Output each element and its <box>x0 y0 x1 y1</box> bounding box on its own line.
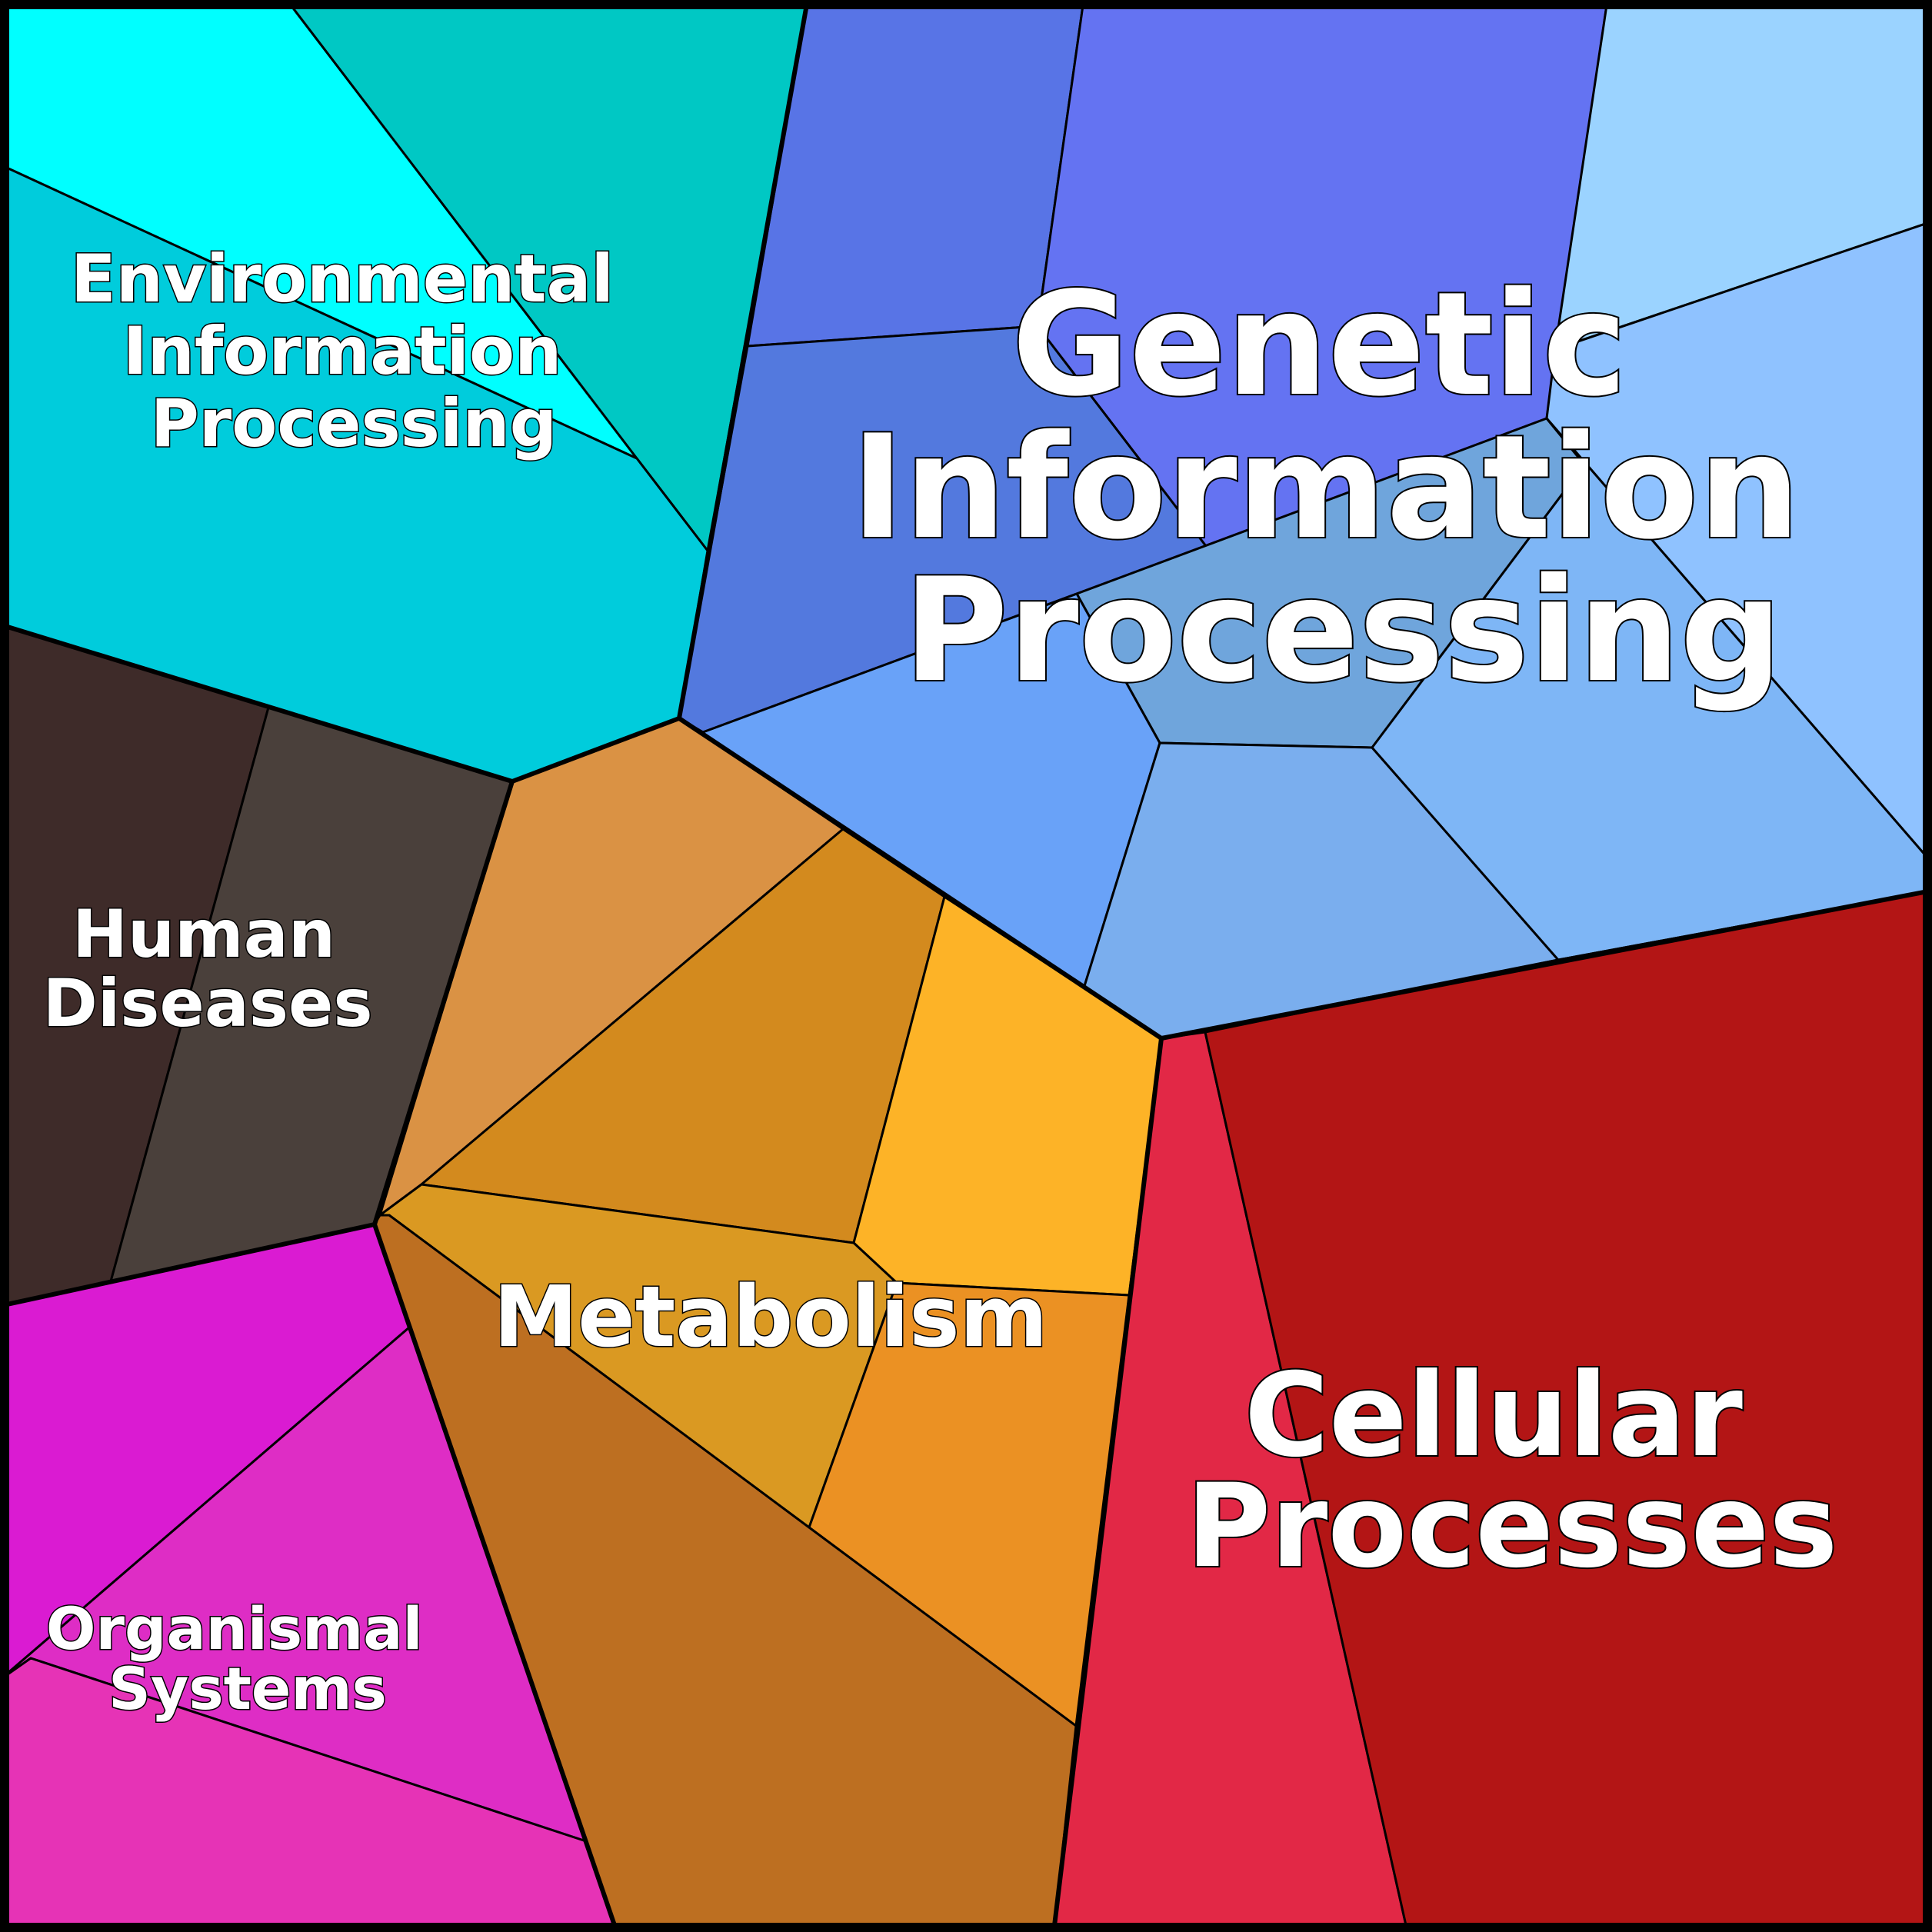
genetic-information-processing-group <box>678 0 1932 1040</box>
genetic-cell-5 <box>1545 220 1932 864</box>
label-line: Organismal <box>46 1594 423 1663</box>
environmental-information-processing-label: Environmental Information Processing <box>71 241 637 462</box>
cellular-processes-group <box>1052 889 1932 1932</box>
organismal-systems-group <box>0 1223 618 1932</box>
label-line: Genetic <box>1011 261 1627 428</box>
label-line: Processing <box>904 547 1783 714</box>
label-line: Human <box>72 896 335 973</box>
metabolism-label: Metabolism <box>494 1267 1048 1366</box>
genetic-information-processing-label: Genetic Information Processing <box>851 261 1850 714</box>
organismal-systems-label: Organismal Systems <box>46 1594 443 1723</box>
label-line: Diseases <box>42 965 372 1042</box>
label-line: Information <box>123 313 562 390</box>
metabolism-cell-6 <box>373 1214 1078 1932</box>
boundary-line <box>0 0 810 784</box>
metabolism-group <box>373 717 1163 1932</box>
human-diseases-label: Human Diseases <box>42 896 372 1042</box>
label-line: Environmental <box>71 241 614 318</box>
boundary-line <box>1051 1036 1164 1932</box>
label-line: Information <box>851 404 1800 571</box>
label-line: Cellular <box>1244 1349 1743 1483</box>
label-line: Systems <box>108 1654 387 1723</box>
genetic-cell-3 <box>1554 0 1932 351</box>
cellular-processes-label: Cellular Processes <box>1186 1349 1837 1594</box>
label-line: Processes <box>1186 1460 1837 1594</box>
label-line: Processing <box>151 385 557 462</box>
boundary-line <box>372 1222 619 1932</box>
